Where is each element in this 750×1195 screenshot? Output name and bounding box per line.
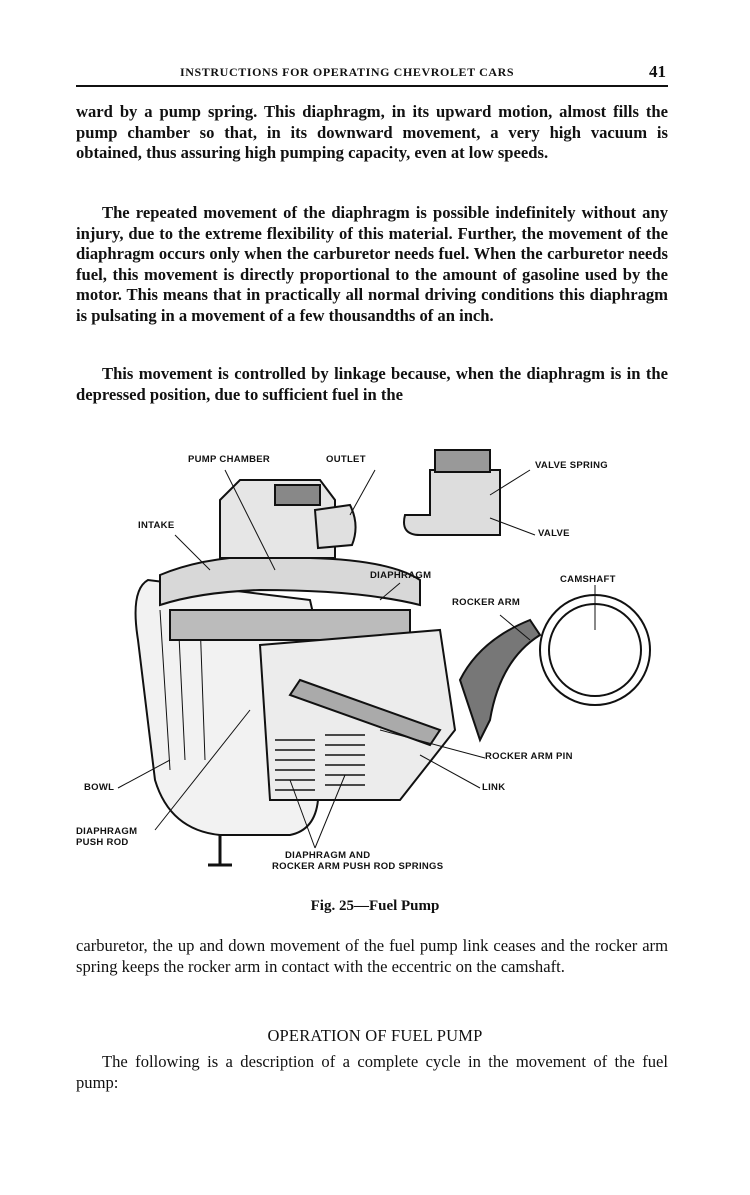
fuel-pump-figure: PUMP CHAMBER OUTLET VALVE SPRING INTAKE … (60, 440, 680, 880)
label-diaphragm: DIAPHRAGM (370, 570, 432, 581)
label-intake: INTAKE (138, 520, 175, 531)
label-outlet: OUTLET (326, 454, 366, 465)
label-diaphragm-push-rod-line2: PUSH ROD (76, 837, 129, 848)
label-rocker-arm-pin: ROCKER ARM PIN (485, 751, 573, 762)
label-bowl: BOWL (84, 782, 115, 793)
paragraph-3: This movement is controlled by linkage b… (76, 364, 668, 404)
label-pump-chamber: PUMP CHAMBER (188, 454, 271, 465)
section-title: OPERATION OF FUEL PUMP (267, 1026, 483, 1045)
label-springs-line2: ROCKER ARM PUSH ROD SPRINGS (272, 861, 444, 872)
label-link: LINK (482, 782, 506, 793)
page-number: 41 (649, 62, 666, 81)
fuel-pump-illustration (117, 449, 651, 867)
paragraph-1: ward by a pump spring. This diaphragm, i… (76, 102, 668, 162)
label-rocker-arm: ROCKER ARM (452, 597, 521, 608)
label-diaphragm-push-rod-line1: DIAPHRAGM (76, 826, 138, 837)
label-valve-spring: VALVE SPRING (535, 460, 608, 471)
figure-caption: Fig. 25—Fuel Pump (310, 898, 440, 914)
paragraph-4: carburetor, the up and down movement of … (76, 936, 668, 976)
label-valve: VALVE (538, 528, 570, 539)
paragraph-5: The following is a description of a comp… (76, 1052, 668, 1092)
paragraph-2: The repeated movement of the diaphragm i… (76, 203, 668, 325)
running-title: INSTRUCTIONS FOR OPERATING CHEVROLET CAR… (180, 65, 515, 79)
label-camshaft: CAMSHAFT (560, 574, 616, 585)
page-header: INSTRUCTIONS FOR OPERATING CHEVROLET CAR… (76, 62, 668, 84)
header-rule (76, 85, 668, 87)
label-springs-line1: DIAPHRAGM AND (285, 850, 371, 861)
